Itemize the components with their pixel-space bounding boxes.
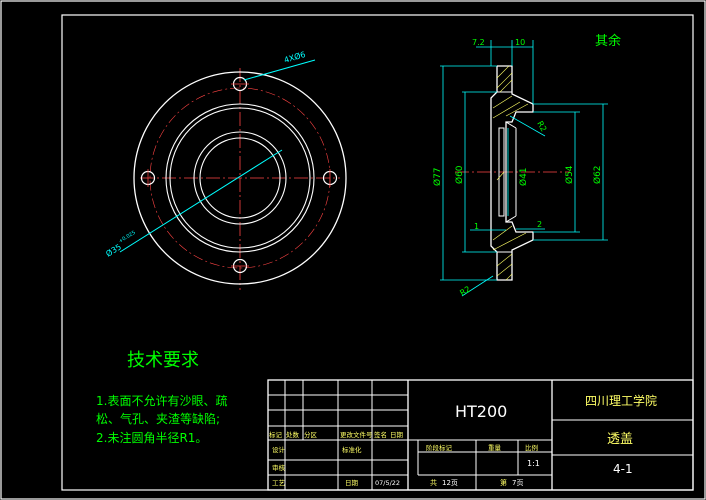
- header-zone: 分区: [304, 430, 318, 439]
- part-name: 透盖: [607, 432, 633, 447]
- sheet-label: 第: [500, 478, 507, 487]
- header-date-2: 日期: [345, 479, 359, 487]
- dim-41: Ø41: [518, 167, 529, 186]
- tech-req-line-3: 2.未注圆角半径R1。: [96, 430, 207, 445]
- header-review: 审核: [272, 463, 286, 472]
- header-weight: 重量: [488, 444, 502, 452]
- drawing-number: 4-1: [613, 462, 633, 476]
- header-design: 设计: [272, 445, 286, 454]
- header-doc: 更改文件号: [340, 430, 373, 439]
- dim-1: 1: [474, 222, 479, 231]
- date-value: 07/5/22: [375, 479, 400, 487]
- dim-54: Ø54: [564, 165, 575, 184]
- header-process: 工艺: [272, 479, 286, 487]
- radius-bottom-label: R2: [458, 284, 472, 297]
- dim-77: Ø77: [432, 167, 443, 186]
- total-label: 共: [430, 478, 437, 487]
- dim-2: 2: [537, 220, 542, 229]
- dim-10: 10: [515, 38, 525, 47]
- diameter-dim-line: [119, 149, 283, 253]
- front-view: 4XØ6 Ø35 +0.025: [104, 49, 347, 290]
- material-label: HT200: [455, 402, 507, 421]
- hole-leader-line: [243, 59, 316, 81]
- sheet-value: 7页: [512, 479, 523, 487]
- header-standard: 标准化: [342, 445, 362, 454]
- header-scale: 比例: [525, 443, 538, 452]
- header-date: 日期: [390, 431, 404, 439]
- dim-62: Ø62: [592, 165, 603, 184]
- tolerance-label: +0.025: [118, 230, 137, 245]
- tech-req-line-2: 松、气孔、夹渣等缺陷;: [96, 411, 220, 426]
- header-stage: 阶段标记: [426, 443, 453, 452]
- header-count: 处数: [286, 430, 300, 439]
- title-block-text: HT200 四川理工学院 透盖 4-1 1:1 标记 处数 分区 更改文件号 签…: [269, 393, 657, 487]
- header-sign: 签名: [374, 430, 387, 439]
- dim-7-2: 7.2: [472, 38, 485, 47]
- section-hatch: [492, 65, 529, 281]
- dim-60: Ø60: [454, 165, 465, 184]
- total-value: 12页: [442, 479, 458, 487]
- header-mark: 标记: [269, 430, 283, 439]
- school-name: 四川理工学院: [585, 393, 657, 408]
- scale-value: 1:1: [527, 459, 540, 468]
- title-block: [267, 379, 694, 491]
- tech-req-title: 技术要求: [127, 350, 199, 371]
- hole-count-label: 4XØ6: [283, 49, 307, 65]
- outer-flange-circle: [133, 71, 347, 285]
- technical-requirements: 技术要求 1.表面不允许有沙眼、疏 松、气孔、夹渣等缺陷; 2.未注圆角半径R1…: [96, 350, 227, 445]
- bore-circle: [199, 137, 281, 219]
- tech-req-line-1: 1.表面不允许有沙眼、疏: [96, 393, 227, 408]
- corner-note: 其余: [595, 33, 621, 49]
- section-view: 7.2 10 Ø77 Ø60 Ø41 Ø54 Ø62 R2 R2 1 2: [432, 38, 608, 298]
